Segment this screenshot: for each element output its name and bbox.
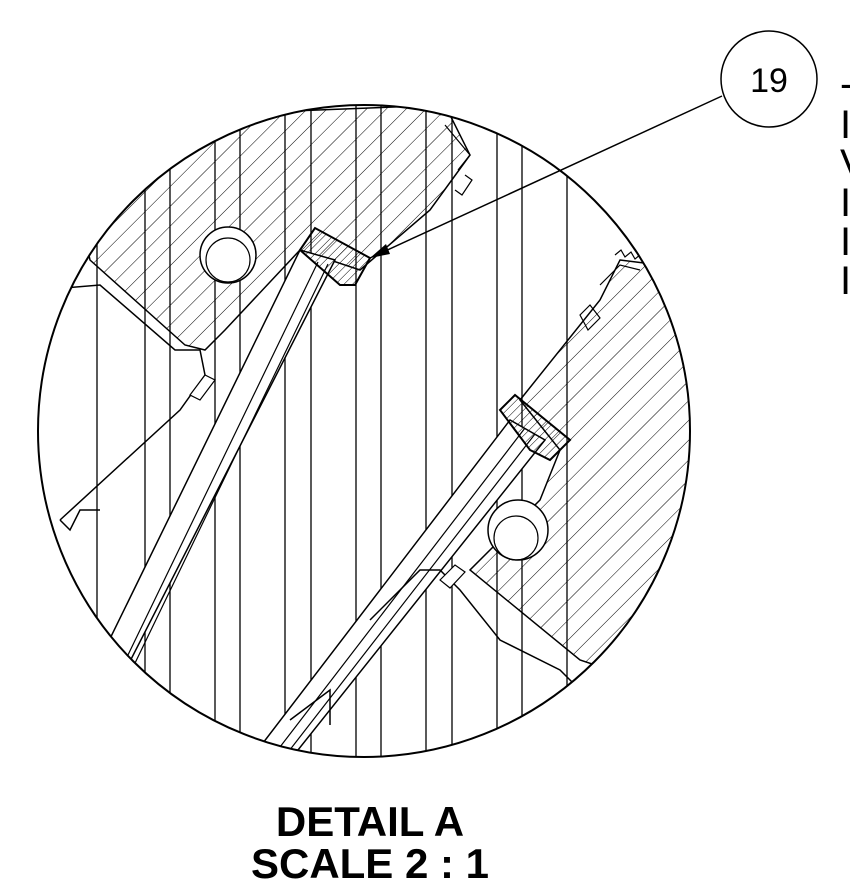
detail-content [39,105,690,757]
truncated-side-notes: - I V I I I [840,62,850,303]
lower-o-ring [487,499,549,561]
svg-text:-: - [840,62,850,106]
svg-text:I: I [840,103,850,147]
leader-arrowhead [370,244,390,258]
detail-title: DETAIL A [275,798,465,845]
balloon-number: 19 [750,62,788,100]
svg-text:I: I [840,259,850,303]
lower-seal-part [498,393,572,462]
upper-o-ring [199,226,257,284]
upper-seal-part [298,226,372,286]
item-balloon [720,30,818,128]
upper-hatched-body [59,105,471,351]
svg-text:I: I [840,181,850,225]
detail-boundary-circle [37,104,691,758]
lower-right-step-outline [369,569,581,691]
balloon-leader-line [369,95,723,259]
detail-scale: SCALE 2 : 1 [250,840,490,887]
svg-text:I: I [840,220,850,264]
svg-text:V: V [840,142,850,186]
upper-left-step-outline [39,284,206,521]
